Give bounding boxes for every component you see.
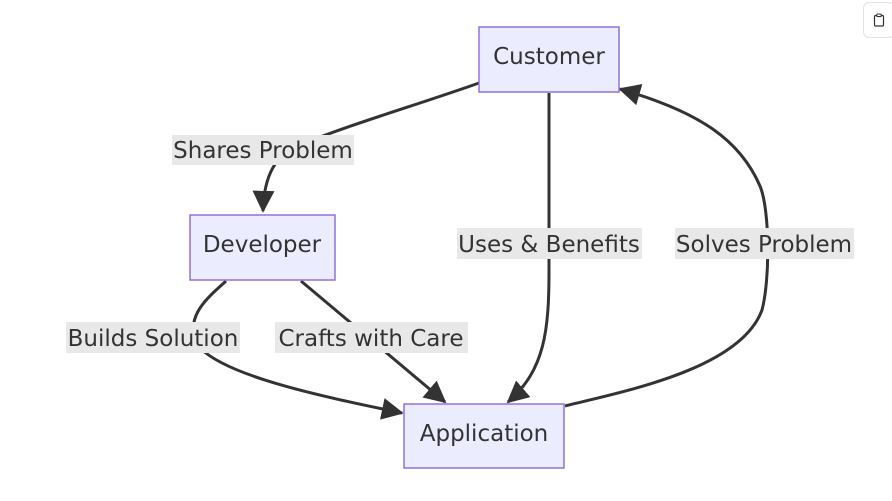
copy-button[interactable] [863,2,892,38]
edge-label-text: Shares Problem [173,138,353,164]
edge-label-solves-problem: Solves Problem [675,228,854,259]
edge-label-text: Uses & Benefits [458,232,640,258]
edge-uses-benefits [506,93,551,404]
clipboard-icon [873,13,885,27]
node-customer[interactable]: Customer [478,26,620,93]
edge-label-text: Builds Solution [68,326,239,352]
edge-label-shares-problem: Shares Problem [172,135,354,165]
node-label: Developer [203,232,322,258]
node-label: Application [420,421,549,447]
edge-label-text: Solves Problem [676,232,852,258]
edge-label-uses-benefits: Uses & Benefits [457,228,642,259]
edge-label-builds-solution: Builds Solution [66,322,240,353]
node-application[interactable]: Application [403,403,565,469]
edge-label-crafts-with-care: Crafts with Care [275,322,468,353]
edge-builds-solution [191,279,404,420]
node-developer[interactable]: Developer [189,214,336,281]
edge-label-text: Crafts with Care [279,326,464,352]
node-label: Customer [493,44,605,70]
